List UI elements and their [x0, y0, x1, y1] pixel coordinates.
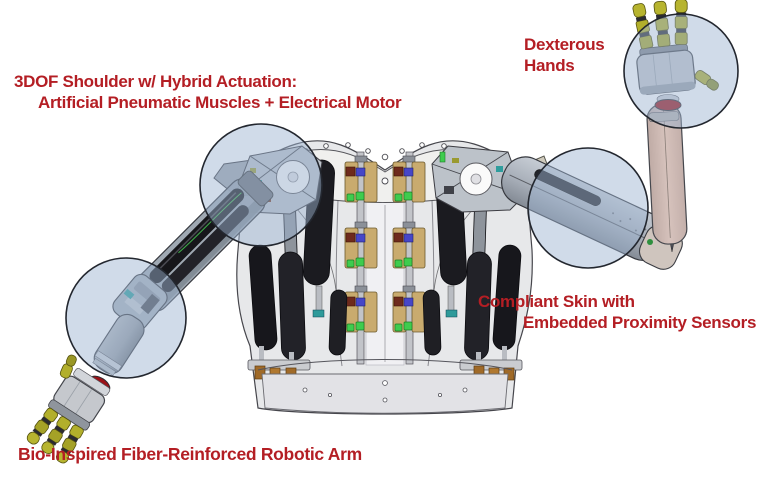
label-shoulder-actuation: 3DOF Shoulder w/ Hybrid Actuation: Artif…	[14, 71, 402, 113]
highlight-circle-left-shoulder	[199, 123, 323, 247]
left-forearm	[92, 313, 145, 377]
label-dexterous-hands: Dexterous Hands	[524, 34, 605, 76]
left-hand	[26, 354, 111, 464]
right-forearm	[646, 103, 688, 245]
skin-sensor-slot	[534, 169, 601, 206]
left-hand-fingers	[26, 354, 84, 464]
label-shoulder-line1: 3DOF Shoulder w/ Hybrid Actuation:	[14, 72, 297, 91]
label-compliant-skin: Compliant Skin with Embedded Proximity S…	[478, 291, 756, 333]
highlight-circle-right-upper-arm	[527, 147, 649, 269]
left-arm	[26, 170, 274, 464]
right-wrist-seal	[654, 99, 682, 111]
label-skin-line1: Compliant Skin with	[478, 292, 635, 311]
highlight-circles	[65, 13, 739, 379]
highlight-circle-dexterous-hand	[623, 13, 739, 129]
right-upper-arm	[501, 156, 668, 261]
label-hands-line1: Dexterous	[524, 35, 605, 54]
label-shoulder-line2: Artificial Pneumatic Muscles + Electrica…	[38, 93, 402, 112]
label-skin-line2: Embedded Proximity Sensors	[523, 313, 757, 332]
label-robotic-arm: Bio-Inspired Fiber-Reinforced Robotic Ar…	[18, 444, 362, 465]
label-arm-line1: Bio-Inspired Fiber-Reinforced Robotic Ar…	[18, 444, 362, 464]
highlight-circle-left-elbow	[65, 257, 187, 379]
right-arm	[501, 0, 719, 270]
label-hands-line2: Hands	[524, 56, 575, 75]
right-thumb	[694, 70, 719, 91]
left-thumb	[59, 354, 77, 379]
left-upper-arm	[132, 170, 274, 312]
